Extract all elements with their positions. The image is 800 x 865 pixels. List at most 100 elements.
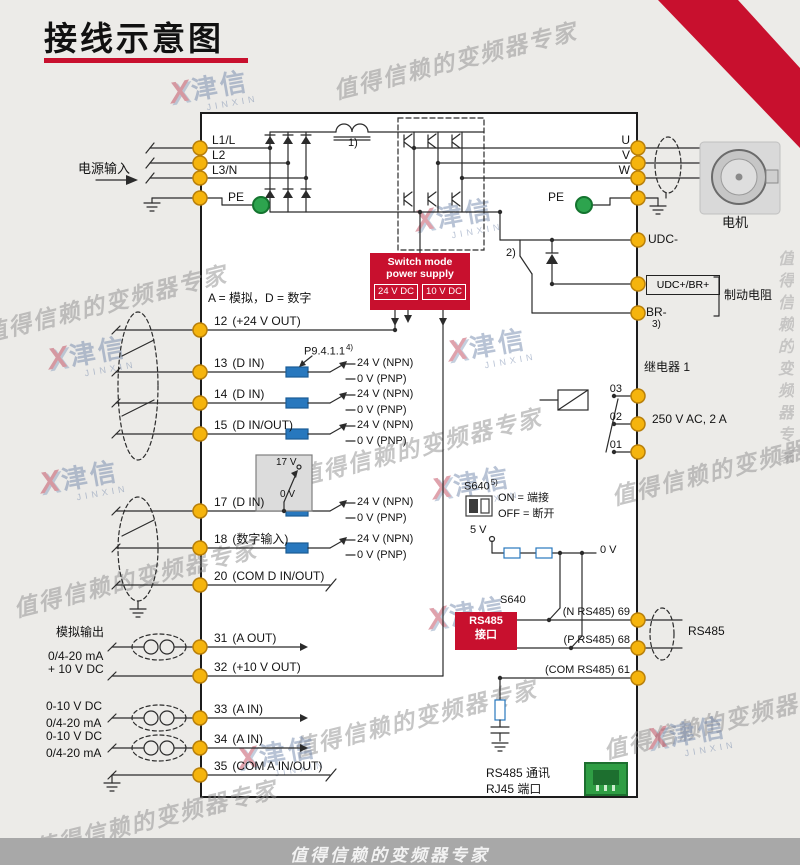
terminal-label-18: 18(数字输入)	[214, 532, 289, 547]
udc-plus-box: UDC+/BR+	[646, 275, 720, 295]
terminal-label-l3: L3/N	[212, 163, 238, 177]
psu-24v-output: 24 V DC	[374, 283, 418, 300]
relay-contact-02: 02	[609, 411, 622, 423]
terminal-number: 33	[214, 702, 228, 716]
rs485-label: RS485	[688, 624, 725, 638]
terminal-number: 14	[214, 387, 228, 401]
relay-contact-01: 01	[609, 439, 622, 451]
motor-label: 电机	[722, 215, 749, 230]
npn-label: 24 V (NPN)	[357, 533, 414, 545]
rj45-socket	[593, 770, 619, 785]
brand-x-logo: X	[444, 332, 471, 369]
bottom-bar	[0, 838, 800, 865]
terminal-number: 34	[214, 732, 228, 746]
pnp-label: 0 V (PNP)	[357, 512, 407, 524]
terminal-number: 35	[214, 759, 228, 773]
terminal-desc: (D IN)	[232, 495, 265, 509]
terminal-label-12: 12 (+24 V OUT)	[214, 314, 301, 329]
terminal-number: 13	[214, 356, 228, 370]
terminal-label-17: 17(D IN)	[214, 495, 265, 510]
legend-label: A = 模拟，D = 数字	[208, 291, 312, 305]
brand-x-logo: X	[644, 720, 671, 757]
terminal-label-31: 31 (A OUT)	[214, 631, 277, 646]
udc-plus-label: UDC+/BR+	[656, 279, 710, 291]
psu-10v-output: 10 V DC	[422, 283, 466, 300]
pnp-label: 0 V (PNP)	[357, 549, 407, 561]
five-volt-label: 5 V	[470, 524, 487, 536]
watermark-script: 值得信赖的变频器专家	[331, 18, 581, 105]
analog-in2-voltage: 0-10 V DC	[46, 729, 103, 743]
npn-label: 24 V (NPN)	[357, 388, 414, 400]
terminal-number: 15	[214, 418, 228, 432]
terminal-desc: (D IN/OUT)	[232, 418, 294, 432]
npn-label: 24 V (NPN)	[357, 419, 414, 431]
pe-label-right: PE	[548, 190, 565, 204]
terminal-desc: (+24 V OUT)	[232, 314, 301, 328]
footnote-5: 5)	[490, 478, 498, 487]
title-underline	[44, 58, 248, 63]
terminal-desc: (A IN)	[232, 702, 264, 716]
terminal-label-13: 13 (D IN)	[214, 356, 265, 371]
terminal-number: 20	[214, 569, 228, 583]
relay-title: 继电器 1	[644, 360, 691, 374]
rs485-p-label: (P RS485) 68	[563, 634, 630, 646]
pe-label-left: PE	[228, 190, 245, 204]
pnp-label: 0 V (PNP)	[357, 373, 407, 385]
page-title: 接线示意图	[44, 20, 224, 57]
relay-contact-03: 03	[609, 383, 622, 395]
parameter-label: P9.4.1.14)	[304, 343, 353, 358]
analog-in1-current: 0/4-20 mA	[46, 716, 102, 730]
brand-x-logo: X	[44, 340, 71, 377]
rs485-interface-box: RS485 接口	[455, 612, 517, 650]
terminal-desc: (COM D IN/OUT)	[232, 569, 325, 583]
terminal-label-34: 34 (A IN)	[214, 732, 264, 747]
footnote-3: 3)	[652, 319, 661, 330]
br-minus-label: BR-	[646, 305, 667, 319]
terminal-number: 32	[214, 660, 228, 674]
rs485-com-label: (COM RS485) 61	[545, 664, 630, 676]
terminal-label-20: 20 (COM D IN/OUT)	[214, 569, 325, 584]
terminal-label-v: V	[621, 148, 630, 162]
terminal-label-l1: L1/L	[212, 133, 236, 147]
terminal-desc: (A IN)	[232, 732, 264, 746]
rs485-n-label: (N RS485) 69	[562, 606, 630, 618]
footnote-1: 1)	[348, 137, 358, 149]
switch-mode-psu: Switch mode power supply 24 V DC 10 V DC	[370, 253, 470, 310]
psu-title-line2: power supply	[386, 268, 454, 281]
analog-in1-voltage: 0-10 V DC	[46, 699, 103, 713]
power-input-label: 电源输入	[78, 161, 131, 176]
brand-x-logo: X	[424, 600, 451, 637]
terminal-label-32: 32(+10 V OUT)	[214, 660, 301, 675]
ten-volt-label: + 10 V DC	[48, 662, 104, 676]
rj45-pin	[612, 785, 615, 791]
rs485-box-line1: RS485	[469, 615, 503, 627]
terminal-label-w: W	[618, 163, 630, 177]
relay-rating-label: 250 V AC, 2 A	[652, 412, 727, 426]
s640-off-label: OFF = 断开	[498, 508, 555, 520]
rj45-pin	[596, 785, 599, 791]
terminal-desc: (COM A IN/OUT)	[232, 759, 323, 773]
terminal-number: 31	[214, 631, 228, 645]
brand-x-logo: X	[411, 202, 438, 239]
terminal-desc: (D IN)	[232, 387, 265, 401]
rj45-label-line2: RJ45 端口	[486, 782, 542, 796]
terminal-number: 12	[214, 314, 228, 328]
watermark-script-vertical: 值得信赖的变频器专家	[775, 250, 794, 470]
parameter-code: P9.4.1.1	[304, 345, 345, 358]
terminal-label-u: U	[621, 133, 630, 147]
terminal-desc: (数字输入)	[232, 532, 289, 546]
pnp-label: 0 V (PNP)	[357, 435, 407, 447]
footnote-4: 4)	[345, 343, 354, 352]
psu-title-line1: Switch mode	[387, 256, 453, 268]
footnote-2: 2)	[506, 247, 516, 259]
rs485-box-line2: 接口	[475, 629, 497, 642]
rj45-connector	[584, 762, 628, 796]
terminal-desc: (D IN)	[232, 356, 265, 370]
rj45-pin	[604, 785, 607, 791]
brand-x-logo: X	[166, 74, 193, 111]
terminal-desc: (A OUT)	[232, 631, 277, 645]
